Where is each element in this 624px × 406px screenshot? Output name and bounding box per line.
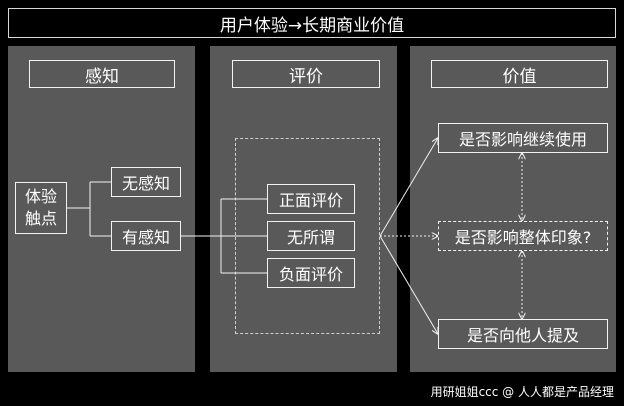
touchpoint-line-1: 体验	[24, 187, 57, 206]
negative-evaluation-box: 负面评价	[267, 258, 355, 288]
value-panel	[410, 46, 616, 372]
touchpoint-line-2: 触点	[24, 209, 57, 228]
has-perception-box: 有感知	[111, 221, 181, 251]
value-header: 价值	[431, 60, 608, 88]
no-perception-box: 无感知	[111, 167, 181, 197]
touchpoint-box: 体验 触点	[15, 182, 67, 234]
footer-credit: 用研姐姐ccc @ 人人都是产品经理	[430, 385, 614, 399]
positive-evaluation-box: 正面评价	[267, 184, 355, 214]
recommend-box: 是否向他人提及	[438, 319, 608, 349]
overall-impression-box: 是否影响整体印象?	[438, 221, 608, 251]
neutral-evaluation-box: 无所谓	[267, 221, 355, 251]
diagram-title: 用户体验→长期商业价值	[8, 8, 616, 38]
evaluation-header: 评价	[232, 60, 380, 88]
continue-use-box: 是否影响继续使用	[438, 123, 608, 153]
perception-header: 感知	[29, 60, 175, 88]
